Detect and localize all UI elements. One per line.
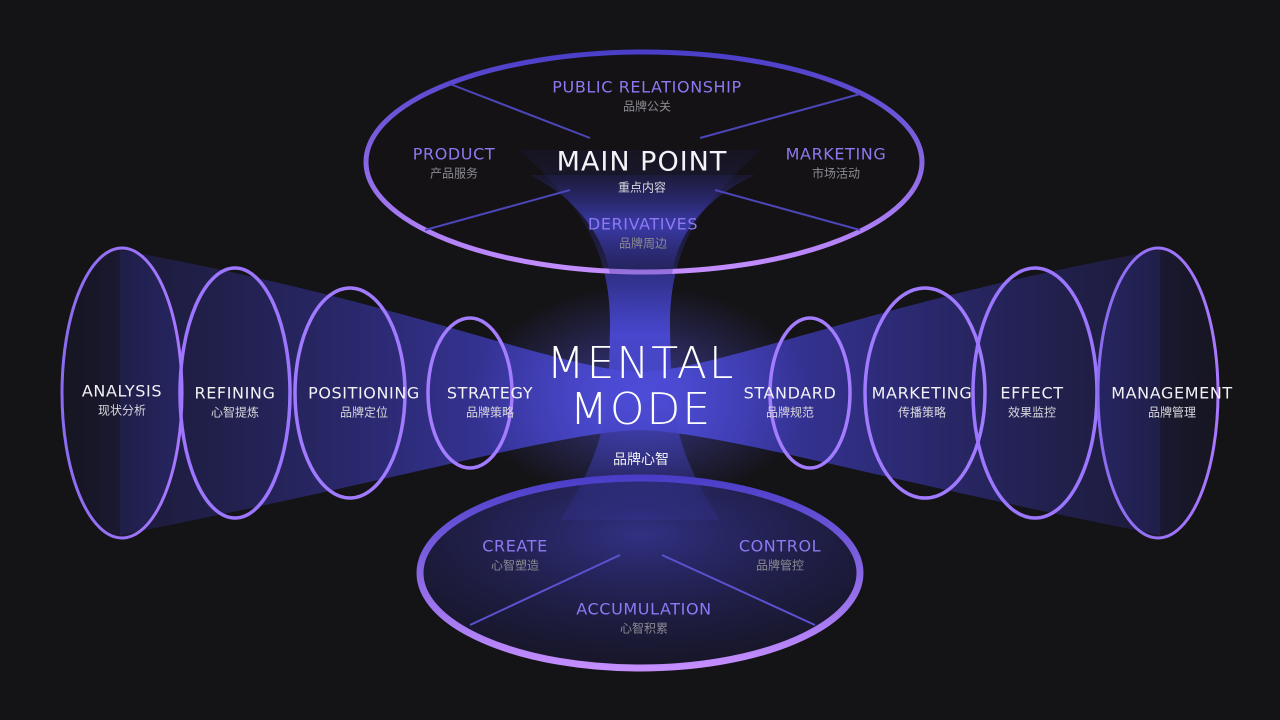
ring-standard [768,316,852,470]
label-en: POSITIONING [308,383,420,403]
top-funnel [530,175,755,275]
label-derivatives: DERIVATIVES 品牌周边 [588,215,698,252]
center-title-line2: MODE [569,384,713,435]
label-zh: 品牌规范 [765,405,815,420]
top-divider-3 [424,189,571,231]
label-en: CONTROL [738,536,822,556]
label-en: MARKETING [871,383,973,403]
ring-refining [178,266,292,520]
top-divider-2 [699,93,861,139]
label-control: CONTROL 品牌管控 [739,537,821,574]
label-management: MANAGEMENT 品牌管理 [1111,384,1233,421]
label-zh: 品牌定位 [339,405,389,420]
ring-positioning [293,286,407,500]
label-en: CREATE [482,536,548,556]
label-positioning: POSITIONING 品牌定位 [308,384,420,421]
bottom-divider-2 [661,554,816,626]
label-en: PUBLIC RELATIONSHIP [552,77,742,97]
label-zh: 现状分析 [97,403,147,418]
label-analysis: ANALYSIS 现状分析 [82,382,162,419]
label-product: PRODUCT 产品服务 [413,145,496,182]
label-en: ANALYSIS [81,381,163,401]
label-marketing-top: MARKETING 市场活动 [786,145,887,182]
label-en: REFINING [194,383,276,403]
label-zh: 心智提炼 [210,405,260,420]
label-create: CREATE 心智塑造 [482,537,548,574]
top-divider-1 [449,83,591,139]
label-zh: 重点内容 [617,180,667,195]
center-glow [471,285,811,505]
label-zh: 品牌公关 [622,99,672,114]
label-zh: 心智塑造 [490,558,539,573]
label-zh: 市场活动 [811,166,861,181]
label-en: MARKETING [785,144,887,164]
label-en: STANDARD [743,383,837,403]
label-zh: 产品服务 [429,166,479,181]
label-en: MAIN POINT [556,146,728,178]
center-title-line1: MENTAL [546,338,736,389]
bottom-divider-1 [469,554,621,626]
label-zh: 品牌周边 [618,236,668,251]
label-standard: STANDARD 品牌规范 [744,384,837,421]
ring-analysis [60,246,184,540]
label-zh: 传播策略 [897,405,947,420]
label-en: ACCUMULATION [576,599,712,619]
center-title: MENTAL MODE [547,341,736,433]
ring-management [1096,246,1220,540]
label-zh: 效果监控 [1007,405,1057,420]
ring-bottom [416,474,864,672]
label-en: EFFECT [1000,383,1064,403]
label-zh: 心智积累 [619,621,669,636]
top-divider-4 [714,189,861,231]
ring-marketing-right [863,286,987,500]
label-zh: 品牌管控 [755,558,804,573]
label-marketing-right: MARKETING 传播策略 [872,384,973,421]
label-en: DERIVATIVES [587,214,699,234]
label-refining: REFINING 心智提炼 [194,384,275,421]
label-zh: 品牌管理 [1147,405,1197,420]
label-zh: 品牌策略 [465,405,515,420]
label-en: STRATEGY [446,383,534,403]
center-subtitle: 品牌心智 [613,452,669,468]
label-accumulation: ACCUMULATION 心智积累 [576,600,711,637]
label-strategy: STRATEGY 品牌策略 [447,384,533,421]
label-public-relationship: PUBLIC RELATIONSHIP 品牌公关 [552,78,741,115]
ring-strategy [426,316,514,470]
label-en: PRODUCT [412,144,496,164]
label-en: MANAGEMENT [1111,383,1233,403]
label-effect: EFFECT 效果监控 [1000,384,1063,421]
label-main-point: MAIN POINT 重点内容 [557,147,728,196]
